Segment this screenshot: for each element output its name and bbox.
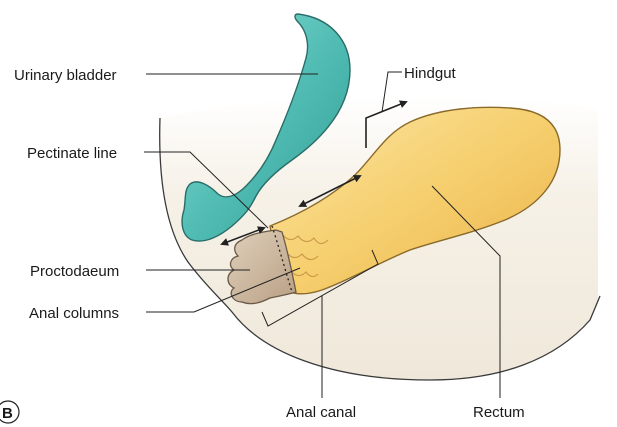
label-hindgut: Hindgut — [404, 65, 457, 82]
label-rectum: Rectum — [473, 404, 525, 421]
label-anal-columns: Anal columns — [29, 305, 119, 322]
label-urinary-bladder: Urinary bladder — [14, 67, 117, 84]
label-pectinate-line: Pectinate line — [27, 145, 117, 162]
label-anal-canal: Anal canal — [286, 404, 356, 421]
label-proctodaeum: Proctodaeum — [30, 263, 119, 280]
panel-letter: B — [2, 405, 13, 422]
